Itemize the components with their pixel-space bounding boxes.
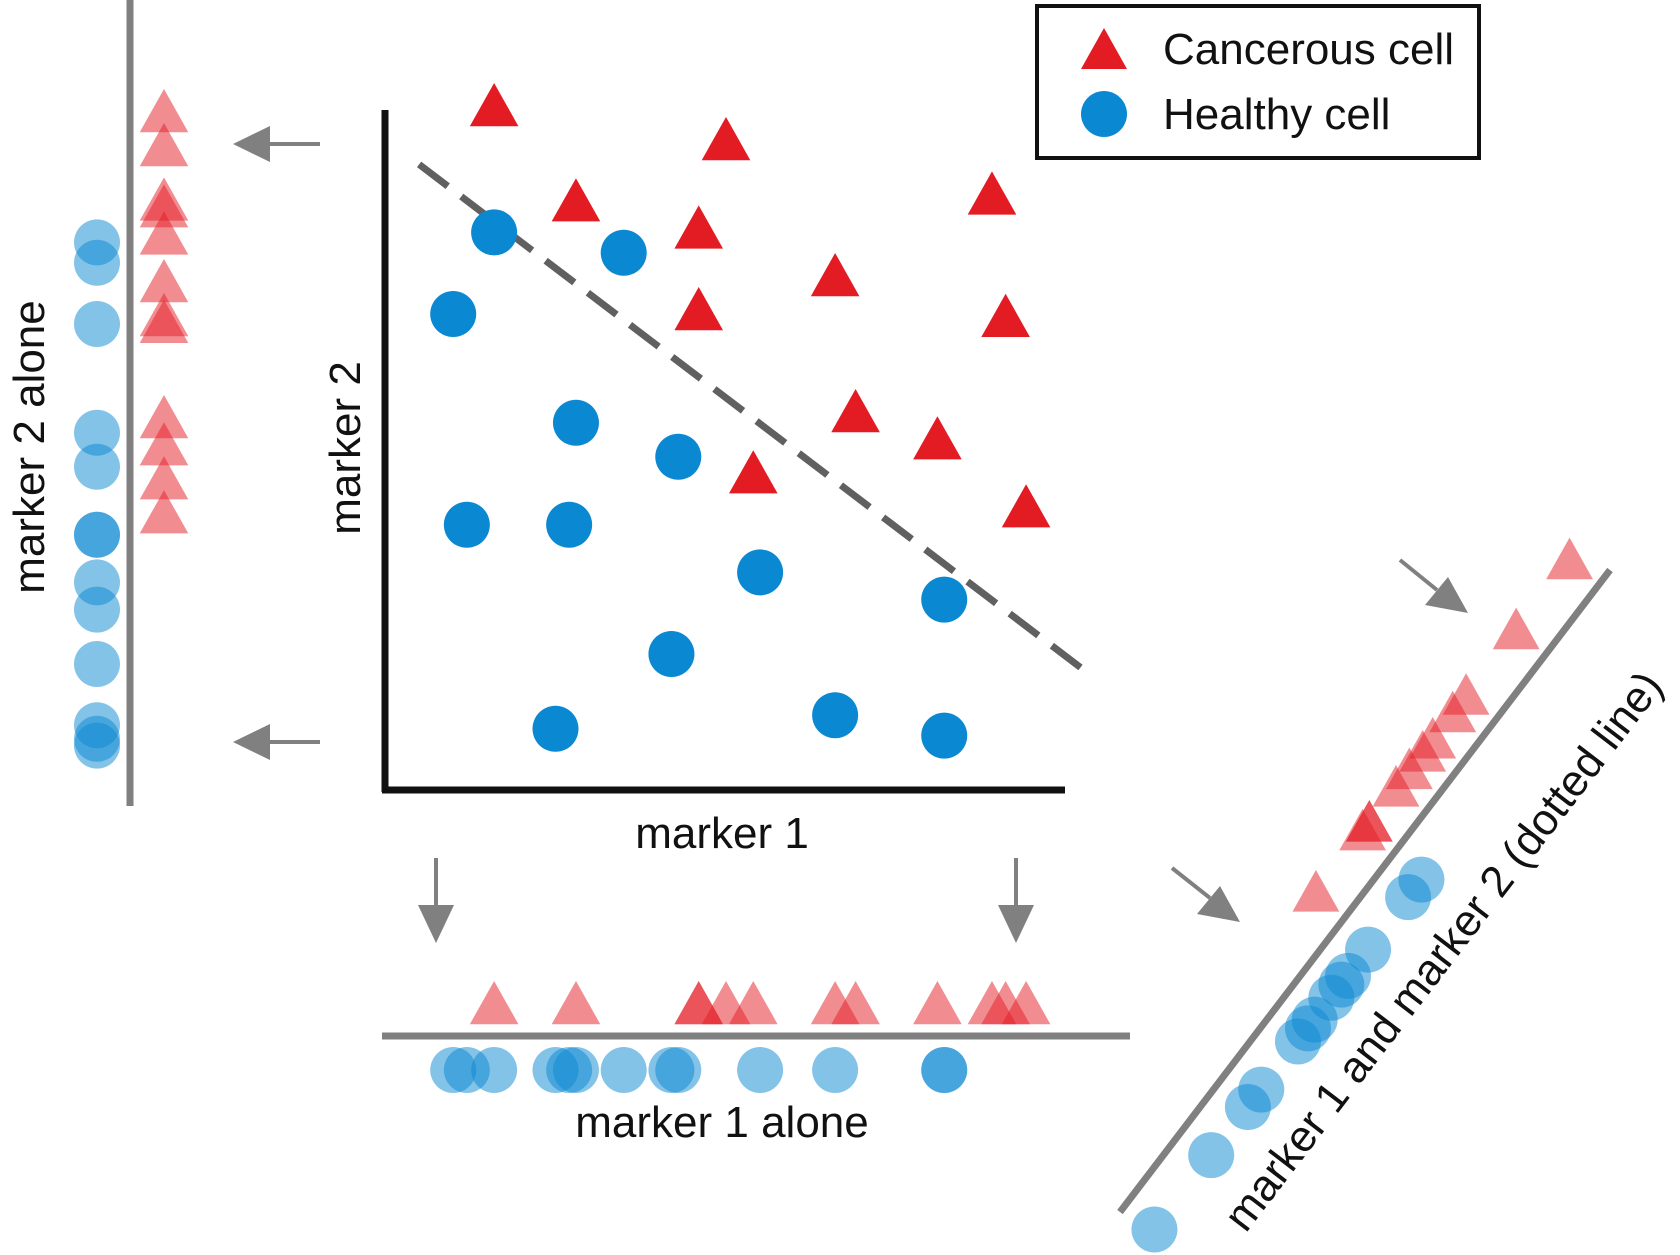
healthy-cell-marker bbox=[74, 239, 120, 286]
marker1-projected-points bbox=[430, 981, 1051, 1093]
legend-healthy-label: Healthy cell bbox=[1163, 90, 1390, 139]
healthy-cell-marker bbox=[74, 641, 120, 687]
cancer-cell-marker bbox=[1409, 716, 1457, 759]
cancer-cell-marker bbox=[139, 259, 189, 303]
cancer-cell-marker bbox=[139, 299, 189, 343]
healthy-cell-marker bbox=[921, 1047, 968, 1093]
healthy-cell-marker bbox=[430, 291, 477, 337]
cancer-cell-marker bbox=[831, 389, 880, 433]
marker2-projection: marker 2 alone bbox=[5, 0, 189, 806]
cancer-cell-marker bbox=[139, 211, 189, 255]
x-axis-label: marker 1 bbox=[635, 809, 809, 858]
healthy-cell-marker bbox=[737, 549, 784, 596]
healthy-cell-marker bbox=[74, 409, 120, 456]
cancer-cell-marker bbox=[1292, 869, 1340, 912]
marker2-alone-label: marker 2 alone bbox=[5, 300, 54, 593]
cancer-cell-marker bbox=[1345, 800, 1393, 842]
healthy-cell-marker bbox=[443, 1047, 490, 1093]
cancer-cell-marker bbox=[139, 395, 189, 439]
healthy-cell-marker bbox=[1274, 1018, 1321, 1065]
cancer-cell-marker bbox=[701, 117, 751, 161]
healthy-cell-marker bbox=[1188, 1132, 1235, 1179]
cancer-cell-marker bbox=[1546, 537, 1593, 580]
healthy-cell-marker bbox=[74, 722, 120, 769]
cancer-cell-marker bbox=[1001, 981, 1051, 1025]
arrow-diagonal-top-icon bbox=[1398, 558, 1468, 613]
arrow-left-bottom-icon bbox=[233, 724, 320, 760]
cancer-cell-marker bbox=[139, 422, 189, 466]
arrow-diagonal-bottom-icon bbox=[1170, 866, 1240, 922]
healthy-cell-marker bbox=[600, 229, 647, 276]
healthy-cell-marker bbox=[1385, 874, 1432, 921]
healthy-cell-marker bbox=[600, 1047, 647, 1093]
cancer-cell-marker bbox=[674, 981, 724, 1025]
cancer-cell-marker bbox=[981, 293, 1030, 337]
marker1-projection: marker 1 alone bbox=[382, 981, 1130, 1147]
cancer-cell-marker bbox=[913, 416, 962, 460]
healthy-cell-marker bbox=[74, 586, 120, 633]
cancer-cell-marker bbox=[728, 981, 778, 1025]
healthy-cell-marker bbox=[655, 433, 702, 480]
healthy-cell-marker bbox=[737, 1047, 784, 1093]
cancer-cell-marker bbox=[139, 89, 189, 133]
cancer-cell-marker bbox=[831, 981, 880, 1025]
cancer-cell-marker bbox=[1492, 607, 1540, 650]
combined-projection-line bbox=[1117, 567, 1613, 1215]
marker2-projected-points bbox=[74, 89, 189, 769]
cancer-cell-marker bbox=[967, 171, 1017, 215]
healthy-cell-marker bbox=[546, 501, 593, 548]
cancer-cell-marker bbox=[1001, 484, 1051, 528]
cancer-cell-marker bbox=[674, 287, 724, 331]
cancer-cell-marker bbox=[139, 490, 189, 534]
healthy-cell-marker bbox=[1318, 961, 1365, 1008]
cancer-cell-marker bbox=[139, 177, 189, 221]
healthy-cell-marker bbox=[921, 576, 968, 623]
legend-triangle-icon bbox=[1081, 28, 1127, 69]
cancer-cell-marker bbox=[1429, 690, 1477, 733]
healthy-cell-marker bbox=[443, 501, 490, 548]
healthy-cell-marker bbox=[74, 443, 120, 490]
combined-projected-points bbox=[1131, 537, 1593, 1253]
arrow-left-top-icon bbox=[233, 126, 320, 162]
healthy-cell-marker bbox=[74, 301, 120, 347]
cancer-cell-marker bbox=[139, 456, 189, 500]
combined-projection: marker 1 and marker 2 (dotted line) bbox=[1117, 537, 1672, 1253]
healthy-cell-marker bbox=[648, 1047, 695, 1093]
arrow-down-right-icon bbox=[998, 858, 1034, 943]
cancer-cell-marker bbox=[810, 253, 860, 297]
healthy-cell-marker bbox=[1224, 1084, 1271, 1131]
marker1-alone-label: marker 1 alone bbox=[575, 1098, 868, 1147]
legend-circle-icon bbox=[1081, 91, 1127, 137]
cancer-cell-marker bbox=[1372, 765, 1420, 807]
legend: Cancerous cell Healthy cell bbox=[1035, 4, 1481, 160]
dashed-separator-line bbox=[416, 161, 1083, 671]
healthy-cell-marker bbox=[921, 712, 968, 759]
cancer-cell-marker bbox=[469, 981, 519, 1025]
arrow-down-left-icon bbox=[418, 858, 454, 943]
cancer-cell-marker bbox=[728, 450, 778, 494]
cancer-cell-marker bbox=[139, 123, 189, 167]
healthy-cell-marker bbox=[552, 399, 599, 446]
healthy-cell-marker bbox=[532, 705, 579, 752]
legend-cancer-label: Cancerous cell bbox=[1163, 25, 1454, 74]
healthy-cell-marker bbox=[1131, 1206, 1178, 1253]
healthy-cell-marker bbox=[648, 631, 695, 677]
healthy-cell-marker bbox=[74, 511, 120, 558]
cancer-cell-marker bbox=[913, 981, 962, 1025]
healthy-cell-marker bbox=[812, 692, 859, 739]
cancer-cell-marker bbox=[469, 83, 519, 127]
main-scatter-plot: marker 1 marker 2 bbox=[321, 83, 1083, 858]
y-axis-label: marker 2 bbox=[321, 361, 370, 535]
healthy-cell-marker bbox=[471, 209, 518, 256]
healthy-cell-marker bbox=[532, 1047, 579, 1093]
main-data-points bbox=[430, 83, 1051, 759]
healthy-cell-marker bbox=[812, 1047, 859, 1093]
projection-arrows bbox=[233, 126, 1468, 943]
cancer-cell-marker bbox=[674, 205, 724, 249]
cancer-cell-marker bbox=[551, 178, 601, 222]
cancer-cell-marker bbox=[551, 981, 601, 1025]
